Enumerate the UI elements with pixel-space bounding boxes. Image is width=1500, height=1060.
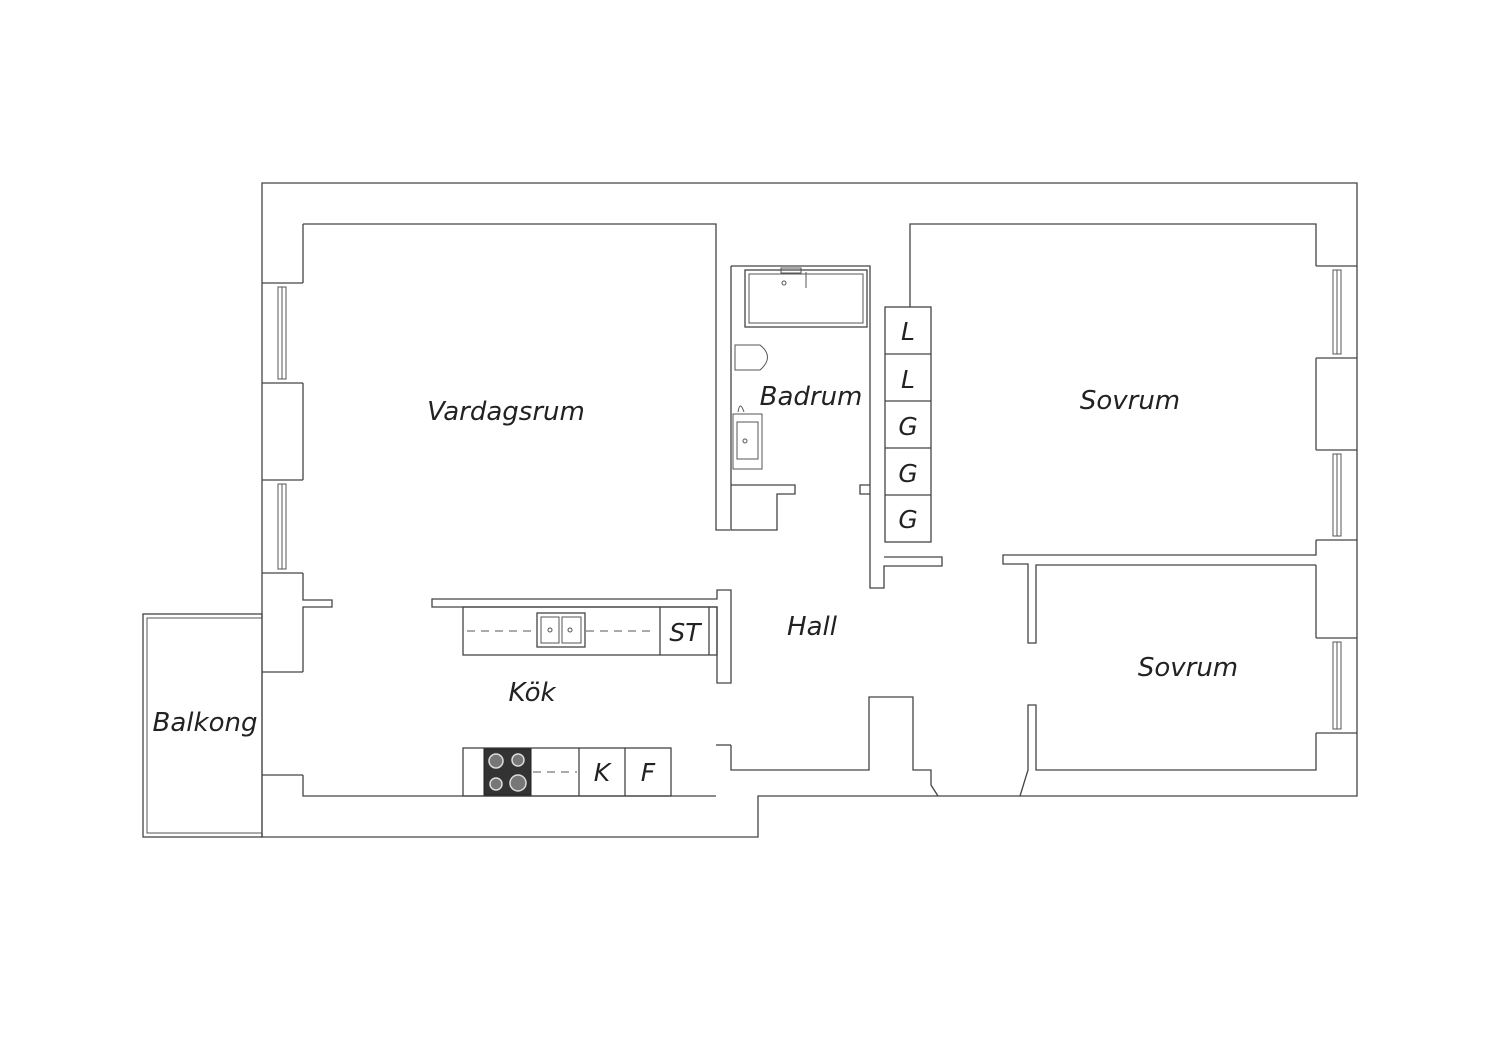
dishwasher-label: ST (669, 618, 702, 647)
wardrobe-label: L (901, 317, 915, 346)
kitchen-label: Kök (508, 678, 556, 708)
kitchen: ST K F Kök (431, 589, 732, 797)
wardrobe-label: G (898, 459, 917, 488)
balcony: Balkong (142, 613, 263, 838)
balcony-label: Balkong (153, 708, 258, 738)
wardrobes: L L G G G (884, 306, 932, 543)
freezer-label: F (641, 758, 656, 787)
wardrobe-label: G (898, 412, 917, 441)
outer-walls (261, 182, 1358, 838)
living-room-label: Vardagsrum (427, 397, 585, 427)
bedroom-1: Sovrum (909, 223, 1317, 644)
bedroom-1-label: Sovrum (1080, 386, 1180, 416)
wardrobe-label: G (898, 505, 917, 534)
right-windows (1316, 265, 1357, 734)
wardrobe-label: L (901, 365, 915, 394)
hall-label: Hall (787, 612, 838, 642)
left-windows (262, 282, 303, 776)
fridge-label: K (594, 758, 613, 787)
living-room-walls (302, 223, 730, 797)
bedroom-2: Sovrum (1019, 565, 1317, 797)
bathroom-label: Badrum (760, 382, 863, 412)
hall-walls: Hall (716, 612, 939, 797)
kitchen-sink-icon (536, 612, 586, 648)
bedroom-2-label: Sovrum (1138, 653, 1238, 683)
bathroom: Badrum (730, 265, 943, 589)
